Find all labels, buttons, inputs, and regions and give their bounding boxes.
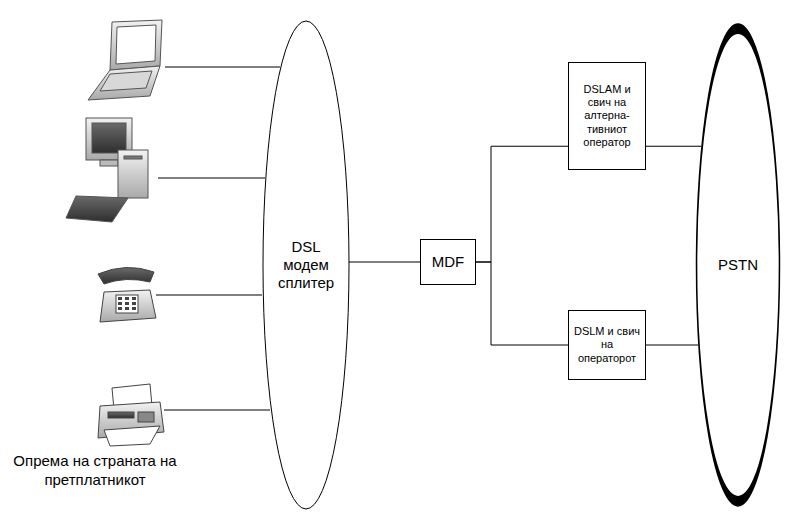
- device-wire: [165, 67, 280, 68]
- laptop-icon: [88, 20, 162, 100]
- node-label: PSTN: [718, 256, 758, 274]
- mdf-box: MDF: [420, 239, 476, 285]
- ellipse-shape: [697, 29, 780, 502]
- device-wire: [164, 410, 270, 411]
- monitor-stand: [100, 160, 118, 166]
- node-label: DSLAM и свич на алтерна-тивниот оператор: [572, 83, 642, 149]
- phone-keypad: [116, 295, 138, 313]
- ellipse-shape: [263, 21, 349, 509]
- phone-body: [100, 290, 156, 322]
- phone-handset: [98, 267, 154, 284]
- pstn-ellipse: PSTN: [695, 18, 781, 512]
- dslm-box: DSLM и свич на операторот: [568, 310, 646, 380]
- node-label: DSL модем сплитер: [275, 238, 337, 292]
- node-label: MDF: [432, 253, 465, 271]
- node-label: DSLM и свич на операторот: [572, 325, 642, 365]
- laptop-keyboard: [100, 71, 152, 91]
- node-text-group: PSTN: [718, 256, 758, 274]
- connector-line: [646, 146, 701, 147]
- connector-line: [349, 262, 420, 263]
- node-text-group: DSLAM и свич на алтерна-тивниот оператор: [572, 83, 642, 149]
- fax-icon: [98, 384, 164, 446]
- telephone-icon: [98, 267, 156, 322]
- fax-buttons: [138, 412, 154, 422]
- device-wire: [156, 295, 262, 296]
- fax-display: [108, 412, 134, 418]
- pc-tower: [118, 150, 148, 198]
- node-text-group: DSL модем сплитер: [275, 238, 337, 292]
- connector-line: [646, 345, 698, 346]
- laptop-base: [88, 66, 160, 100]
- device-wires: [156, 67, 280, 410]
- caption-label: Опрема на страната на претплатникот: [2, 452, 188, 490]
- splitter-ellipse: DSL модем сплитер: [262, 20, 350, 510]
- drive-slot: [124, 156, 142, 159]
- node-text-group: DSLM и свич на операторот: [572, 325, 642, 365]
- connector-line: [476, 146, 568, 262]
- monitor-screen: [92, 123, 126, 153]
- device-wire: [158, 178, 265, 179]
- phone-keys: [118, 297, 136, 310]
- laptop-lid: [110, 20, 162, 70]
- laptop-screen: [116, 25, 156, 64]
- keyboard: [66, 196, 128, 222]
- fax-tray: [104, 426, 160, 446]
- desktop-icon: [66, 118, 148, 222]
- node-text-group: MDF: [432, 253, 465, 271]
- connector-line: [476, 262, 568, 345]
- dslam-box: DSLAM и свич на алтерна-тивниот оператор: [568, 62, 646, 170]
